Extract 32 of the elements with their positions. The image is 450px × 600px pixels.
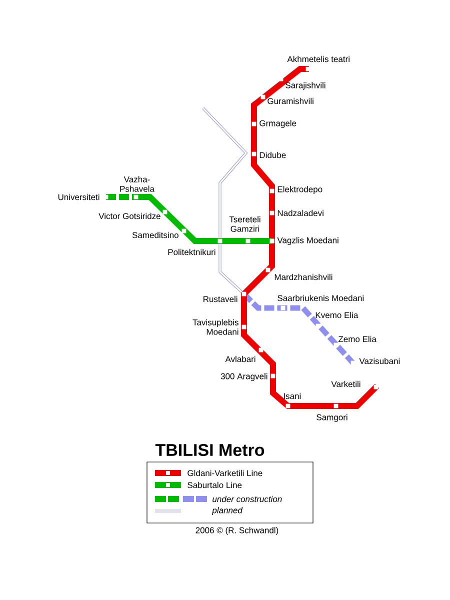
legend-text: Gldani-Varketili Line [188,470,262,476]
station-name: Vazha-Pshavela [120,176,154,192]
station-name: Tavisuplebis Moedani [192,319,238,335]
station-name: Victor Gotsiridze [98,212,160,220]
station-name: Politektnikuri [168,248,216,256]
station-name: Zemo Elia [338,336,376,342]
station-name: Didube [260,152,286,158]
station-name: Isani [284,392,301,400]
station-name: Sarajishvili [286,82,326,90]
legend-text: Saburtalo Line [188,482,242,488]
station-name: Sameditsino [132,232,178,238]
station-name: Grmagele [260,120,296,128]
station-name: Saarbriukenis Moedani [278,294,364,302]
station-name: Universiteti [58,194,100,200]
legend-text: planned [212,507,243,515]
caption: 2006 © (R. Schwandl) [196,527,278,535]
title: TBILISI Metro [155,444,264,456]
station-name: Vagzlis Moedani [277,237,338,245]
legend-text: under construction [212,496,282,502]
station-name: Tsereteli Gamziri [229,216,260,232]
station-name: Rustaveli [204,296,238,302]
station-name: Elektrodepo [278,186,322,194]
station-name: Varketili [331,380,360,388]
station-name: Vazisubani [359,358,400,364]
station-name: Mardzhanishvili [274,274,332,280]
station-name: Akhmetelis teatri [287,56,350,62]
station-name: 300 Aragveli [220,373,268,381]
station-name: Samgori [316,414,348,422]
station-name: Avlabari [225,356,256,362]
station-name: Guramishvili [268,98,314,104]
station-name: Kvemo Elia [316,312,358,318]
station-name: Nadzaladevi [278,210,324,216]
